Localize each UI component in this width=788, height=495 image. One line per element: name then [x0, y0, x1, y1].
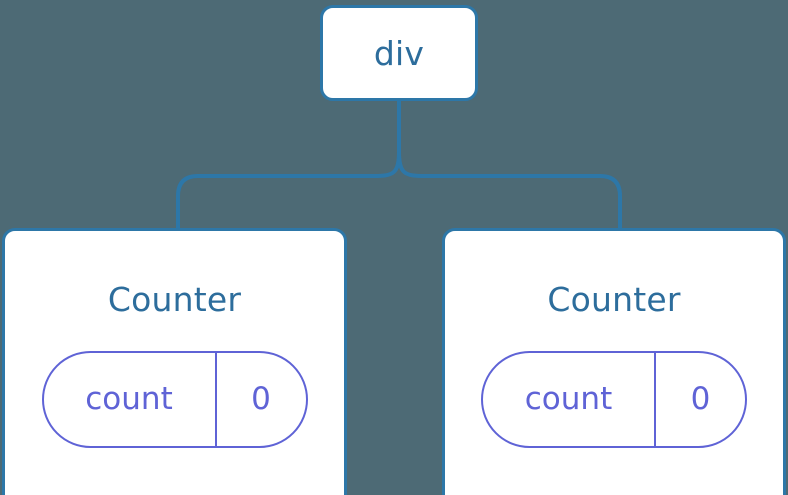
state-pill-0[interactable]: count 0: [41, 351, 308, 448]
state-pill-key-label: count: [524, 381, 613, 417]
state-pill-key-cell: count: [44, 353, 217, 446]
state-pill-key-label: count: [85, 381, 173, 417]
node-component-title: Counter: [547, 280, 681, 319]
node-component-title: Counter: [107, 280, 242, 319]
node-component-counter-1[interactable]: Counter count 0: [442, 228, 786, 495]
node-root-label: div: [373, 33, 425, 73]
state-pill-value-label: 0: [690, 381, 711, 417]
state-pill-key-cell: count: [483, 353, 656, 446]
state-pill-1[interactable]: count 0: [481, 351, 747, 448]
node-component-counter-0[interactable]: Counter count 0: [2, 228, 347, 495]
state-pill-value-cell: 0: [217, 353, 306, 446]
node-root-div[interactable]: div: [320, 5, 478, 101]
state-pill-value-label: 0: [251, 381, 271, 417]
connector-branch-right: [397, 151, 622, 230]
connector-branch-left: [176, 151, 401, 230]
state-pill-value-cell: 0: [656, 353, 745, 446]
